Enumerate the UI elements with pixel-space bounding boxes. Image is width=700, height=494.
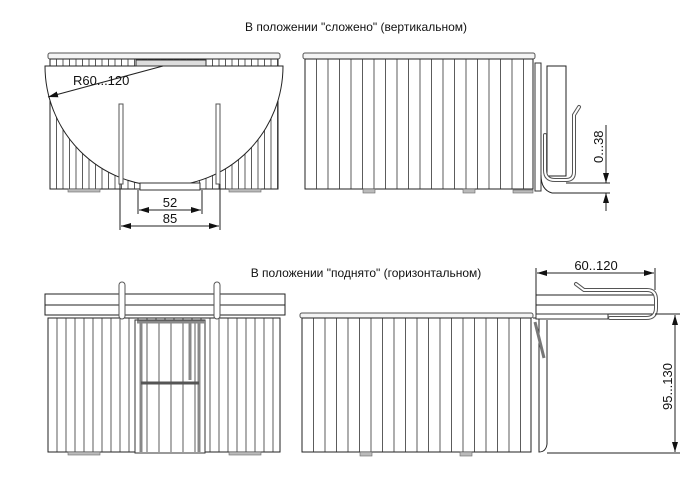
tub-side-folded — [302, 52, 581, 194]
tub-front-folded — [44, 52, 284, 193]
dim-radius: R60...120 — [73, 73, 129, 88]
dim-seat-height — [547, 313, 680, 454]
dim-seat-extension-label: 60..120 — [574, 258, 617, 273]
radius-leader — [47, 65, 164, 98]
dim-folded-gap-label: 0...38 — [591, 130, 606, 163]
dim-seat-height-label: 95...130 — [660, 363, 675, 410]
dim-outer-width: 85 — [163, 211, 177, 226]
title-folded: В положении "сложено" (вертикальном) — [245, 20, 467, 34]
folded-seat — [546, 65, 567, 177]
handrail-left — [118, 281, 126, 320]
dim-seat-extension — [535, 268, 656, 295]
handrail-right — [215, 103, 221, 185]
dim-widths — [119, 184, 221, 230]
handrail-right — [213, 281, 221, 320]
ladder-frame — [134, 319, 206, 454]
wood-staves — [316, 59, 524, 189]
wood-staves — [146, 322, 196, 452]
dim-folded-gap — [552, 125, 610, 211]
tub-front-raised — [44, 281, 286, 456]
tub-side-raised — [299, 282, 658, 457]
title-raised: В положении "поднято" (горизонтальном) — [251, 266, 482, 280]
handrail-left — [118, 103, 124, 185]
dim-inner-width: 52 — [163, 195, 177, 210]
wood-staves — [313, 318, 521, 452]
